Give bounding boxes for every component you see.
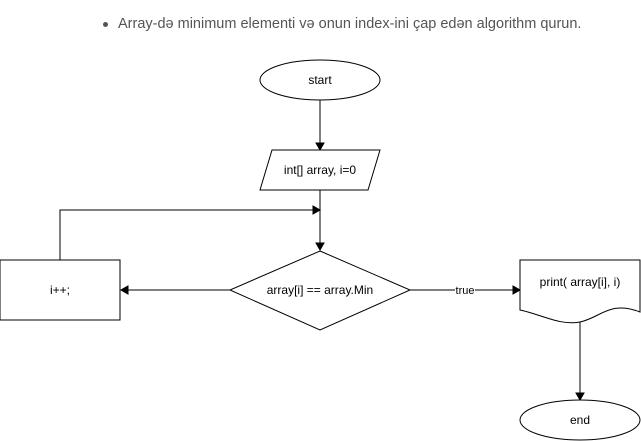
- input-parallelogram: [259, 149, 381, 191]
- decision-label: array[i] == array.Min: [267, 283, 373, 297]
- arrowhead-icon: [575, 392, 585, 402]
- arrowhead-icon: [315, 142, 325, 152]
- print-label: print( array[i], i): [540, 275, 621, 289]
- edge-loop-back: [59, 205, 322, 260]
- edge-print-to-end: [575, 322, 585, 402]
- end-label: end: [570, 413, 590, 427]
- end-terminator: end: [519, 399, 641, 441]
- start-terminator: start: [259, 59, 381, 101]
- input-node: int[] array, i=0: [259, 149, 381, 191]
- edge-decision-to-print: true: [410, 284, 522, 297]
- edge-decision-to-increment: [119, 285, 230, 295]
- arrowhead-icon: [512, 285, 522, 295]
- arrowhead-icon: [312, 205, 322, 215]
- edge-input-to-decision: [315, 190, 325, 252]
- start-label: start: [308, 73, 332, 87]
- print-document-shape: [519, 259, 641, 324]
- arrowhead-icon: [315, 242, 325, 252]
- input-label: int[] array, i=0: [284, 163, 356, 177]
- edge-start-to-input: [315, 100, 325, 152]
- task-text: Array-də minimum elementi və onun index-…: [118, 16, 582, 32]
- print-node: print( array[i], i): [519, 259, 641, 324]
- increment-node: i++;: [0, 259, 121, 321]
- arrowhead-icon: [119, 285, 129, 295]
- bullet-icon: [103, 21, 108, 27]
- increment-label: i++;: [50, 283, 70, 297]
- increment-rect: [0, 259, 121, 321]
- end-ellipse: [519, 399, 641, 441]
- true-edge-label: true: [456, 285, 475, 297]
- task-bullet-item: Array-də minimum elementi və onun index-…: [103, 16, 581, 32]
- decision-node: array[i] == array.Min: [228, 250, 412, 331]
- decision-diamond: [228, 250, 412, 331]
